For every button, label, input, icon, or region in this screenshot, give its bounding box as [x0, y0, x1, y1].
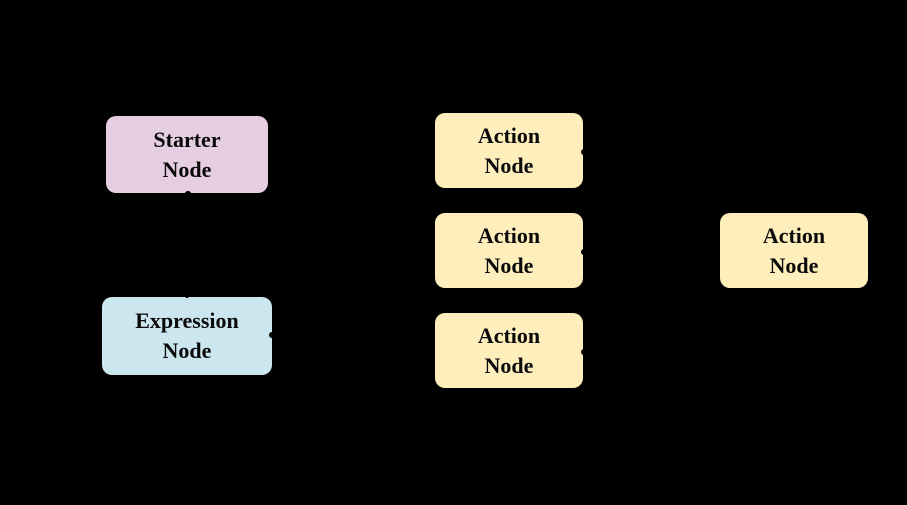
action-2-right-fragment [581, 249, 587, 255]
action-1-right-fragment [581, 149, 587, 155]
expression-node-label-line2: Node [162, 338, 212, 363]
action-node-2-label-line2: Node [484, 252, 534, 278]
expression-node: Expression Node [102, 297, 272, 375]
action-node-1-label-line1: Action [477, 122, 541, 148]
action-node-1: Action Node [435, 113, 583, 188]
action-node-2: Action Node [435, 213, 583, 288]
action-node-4-label-line2: Node [769, 252, 819, 278]
action-node-3-label-line2: Node [484, 352, 534, 378]
expression-right-fragment [269, 332, 275, 338]
expression-node-label-line1: Expression [135, 308, 239, 333]
starter-bottom-fragment [185, 191, 191, 196]
starter-node-label-line1: Starter [153, 126, 221, 152]
action-node-4: Action Node [720, 213, 868, 288]
action-node-3: Action Node [435, 313, 583, 388]
expression-top-fragment [185, 294, 189, 298]
starter-node: Starter Node [106, 116, 268, 193]
action-node-4-label-line1: Action [762, 222, 826, 248]
starter-node-label-line2: Node [162, 156, 212, 182]
action-node-1-label-line2: Node [484, 152, 534, 178]
action-3-right-fragment [581, 349, 587, 355]
action-node-3-label-line1: Action [477, 322, 541, 348]
action-node-2-label-line1: Action [477, 222, 541, 248]
